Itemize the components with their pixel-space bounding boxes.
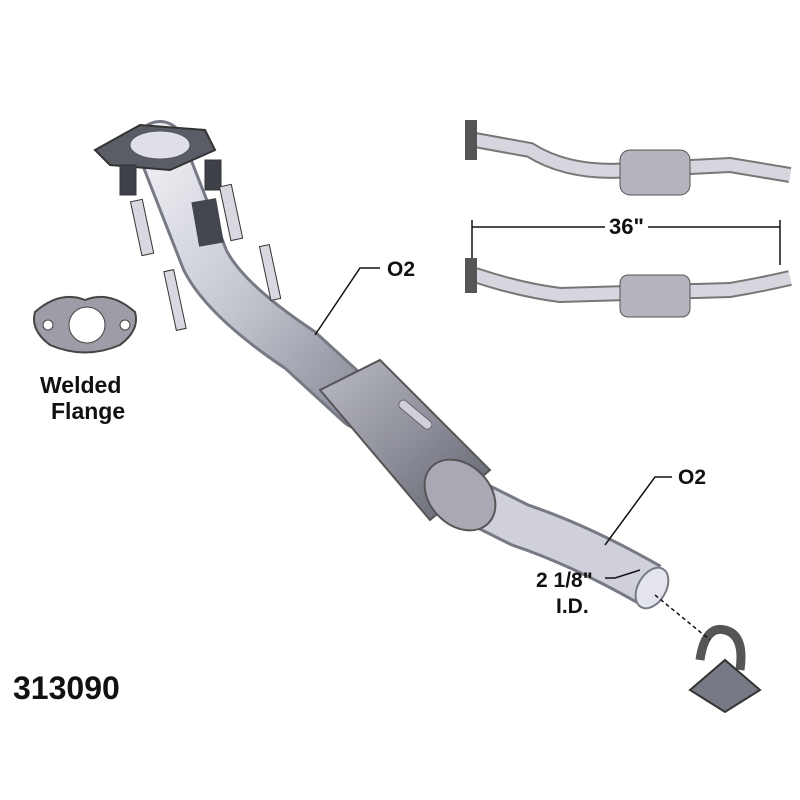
inner-diameter-label: 2 1/8" [536, 569, 593, 592]
inner-diameter-unit-label: I.D. [556, 595, 589, 618]
o2-sensor-label-lower: O2 [678, 466, 707, 489]
catalytic-converter [318, 358, 497, 532]
flange-hardware [119, 159, 282, 331]
welded-flange-label-line2: Flange [51, 398, 126, 424]
o2-sensor-label-upper: O2 [387, 258, 416, 281]
inlet-flange [93, 123, 224, 247]
top-view-thumbnail [465, 120, 792, 196]
main-pipe [135, 120, 670, 610]
part-number: 313090 [13, 670, 120, 706]
u-bolt-clamp [688, 624, 762, 714]
welded-flange-label-line1: Welded [40, 372, 122, 398]
side-view-thumbnail [465, 258, 792, 318]
length-dimension-label: 36" [605, 216, 648, 238]
welded-flange-gasket [33, 296, 137, 354]
